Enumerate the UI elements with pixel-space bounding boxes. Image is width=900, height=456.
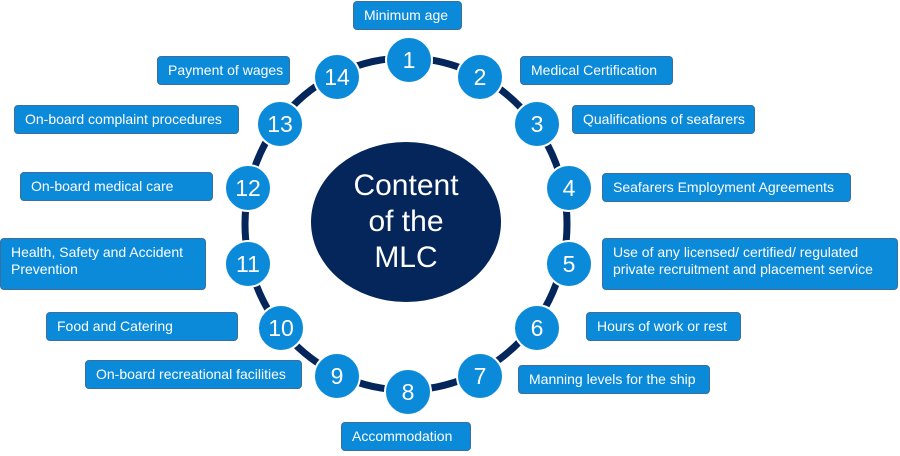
- node-4: 4: [545, 164, 593, 212]
- label-4: Seafarers Employment Agreements: [602, 173, 851, 202]
- center-title-line-1: Content: [353, 169, 459, 202]
- label-13: On-board complaint procedures: [14, 105, 239, 134]
- node-6: 6: [513, 304, 561, 352]
- label-10: Food and Catering: [46, 312, 238, 341]
- label-1: Minimum age: [353, 1, 462, 30]
- node-7: 7: [456, 352, 504, 400]
- center-title: Content of the MLC: [311, 142, 501, 302]
- node-9: 9: [313, 352, 361, 400]
- label-2: Medical Certification: [520, 56, 673, 85]
- center-title-line-2: of the: [368, 205, 444, 238]
- node-5: 5: [545, 240, 593, 288]
- node-2: 2: [456, 53, 504, 101]
- label-8: Accommodation: [341, 422, 471, 451]
- node-14: 14: [313, 53, 361, 101]
- node-12: 12: [224, 164, 272, 212]
- node-3: 3: [513, 100, 561, 148]
- node-13: 13: [256, 100, 304, 148]
- node-11: 11: [224, 240, 272, 288]
- label-6: Hours of work or rest: [586, 312, 741, 341]
- center-title-line-3: MLC: [374, 241, 438, 274]
- label-11: Health, Safety and Accident Prevention: [0, 238, 206, 290]
- label-3: Qualifications of seafarers: [572, 105, 755, 134]
- label-7: Manning levels for the ship: [518, 365, 710, 394]
- node-8: 8: [384, 368, 432, 416]
- label-9: On-board recreational facilities: [85, 360, 302, 389]
- node-1: 1: [385, 36, 433, 84]
- label-12: On-board medical care: [20, 172, 213, 201]
- label-5: Use of any licensed/ certified/ regulate…: [602, 238, 898, 290]
- label-14: Payment of wages: [157, 56, 290, 85]
- node-10: 10: [257, 304, 305, 352]
